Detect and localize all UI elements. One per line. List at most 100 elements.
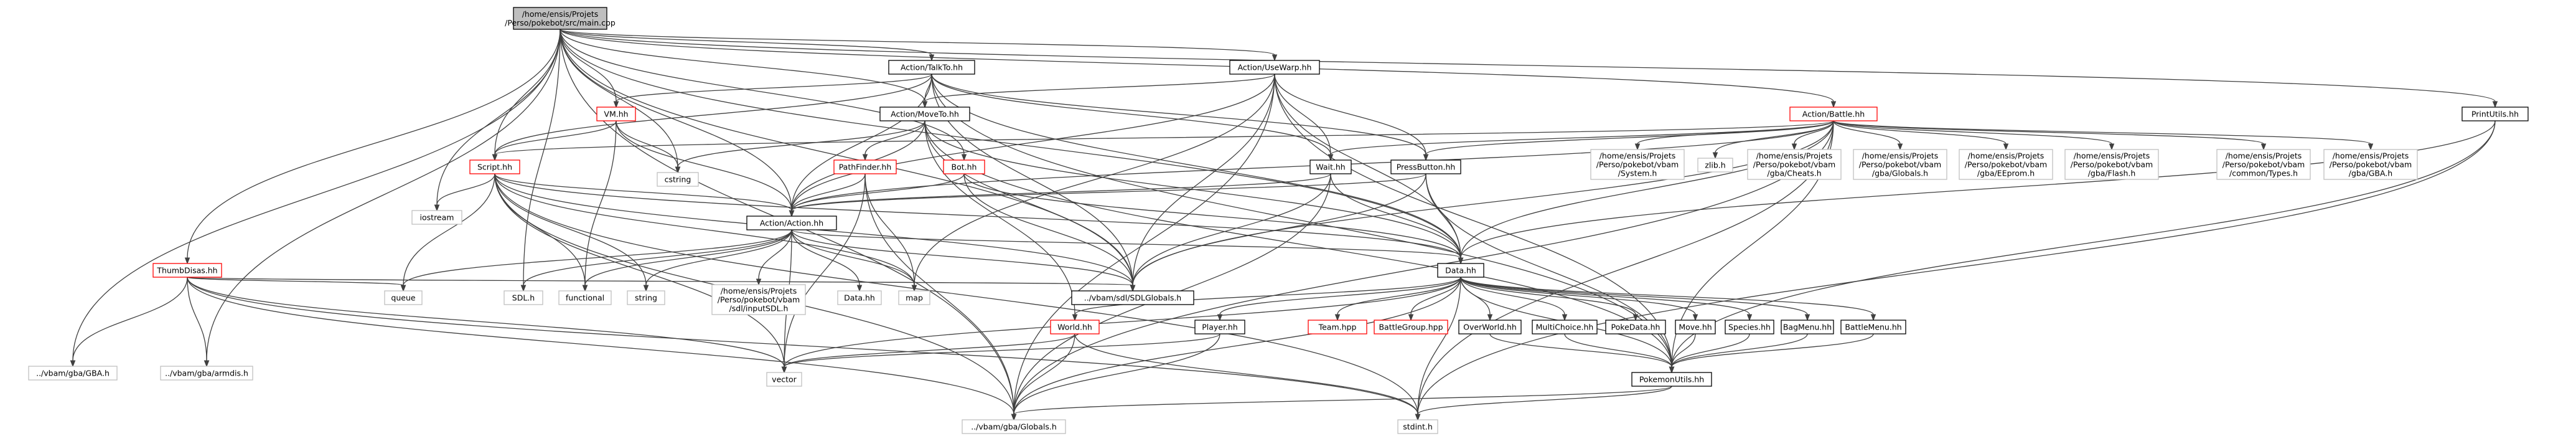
node-box-thumbdis xyxy=(152,263,222,278)
edge-thumbdis-to-vector xyxy=(187,277,785,368)
edge-thumbdis-to-gba_gba xyxy=(72,277,188,361)
edge-wait-to-sdlglobals xyxy=(1132,173,1331,286)
node-box-root xyxy=(513,7,607,30)
node-box-battle xyxy=(1789,107,1878,121)
node-label-inputsdl-2: /sdl/inputSDL.h xyxy=(729,304,789,313)
node-overworld[interactable]: OverWorld.hh xyxy=(1458,320,1522,334)
edge-wait-to-actionaction xyxy=(791,173,1331,211)
node-box-move xyxy=(1675,320,1716,334)
node-thumbdis[interactable]: ThumbDisas.hh xyxy=(152,263,222,278)
node-iostream: iostream xyxy=(411,210,462,225)
arrowhead-pressbutton-to-actionaction xyxy=(789,210,795,217)
node-label-pathfinder-0: PathFinder.hh xyxy=(839,163,892,172)
node-label-battlegroup-0: BattleGroup.hpp xyxy=(1379,323,1443,332)
arrowhead-script-to-iostream xyxy=(434,204,440,212)
node-box-datahh xyxy=(1437,263,1484,278)
node-label-eeprom-0: /home/ensis/Projets xyxy=(1968,151,2044,161)
edge-datahh-to-battlemenu xyxy=(1460,277,1874,315)
node-wait[interactable]: Wait.hh xyxy=(1309,159,1352,174)
node-label-eeprom-2: /gba/EEprom.h xyxy=(1977,169,2035,178)
node-pathfinder[interactable]: PathFinder.hh xyxy=(833,159,897,174)
node-datahh[interactable]: Data.hh xyxy=(1437,263,1484,278)
node-label-inputsdl-0: /home/ensis/Projets xyxy=(721,287,797,296)
edge-species-to-pokemonutils xyxy=(1671,333,1750,368)
node-label-flash-0: /home/ensis/Projets xyxy=(2074,151,2150,161)
arrowhead-datahh-to-bagmenu xyxy=(1804,314,1810,321)
node-species[interactable]: Species.hh xyxy=(1725,320,1774,334)
arrowhead-datahh-to-move xyxy=(1692,314,1698,321)
node-player[interactable]: Player.hh xyxy=(1194,320,1245,334)
node-battlemenu[interactable]: BattleMenu.hh xyxy=(1840,320,1906,334)
edge-root-to-bot xyxy=(560,29,965,155)
node-box-vector xyxy=(766,372,802,387)
node-cheats: /home/ensis/Projets/Perso/pokebot/vbam/g… xyxy=(1747,149,1842,180)
edge-printutils-to-pokemonutils xyxy=(1671,120,2496,368)
edge-pressbutton-to-actionaction xyxy=(791,173,1426,211)
edge-datahh-to-team xyxy=(1337,277,1461,315)
edge-movetoaction-to-sdlglobals xyxy=(924,120,1133,286)
node-box-pokedata xyxy=(1605,320,1666,334)
node-label-vector-0: vector xyxy=(772,375,797,384)
node-pressbutton[interactable]: PressButton.hh xyxy=(1390,159,1461,174)
arrowhead-actionaction-to-datahh xyxy=(1458,257,1464,265)
node-movetoaction[interactable]: Action/MoveTo.hh xyxy=(879,107,970,121)
arrowhead-thumbdis-to-armdis xyxy=(204,360,210,368)
edge-battle-to-gbah2 xyxy=(1833,120,2371,145)
node-team[interactable]: Team.hpp xyxy=(1308,320,1367,334)
node-talkto[interactable]: Action/TalkTo.hh xyxy=(888,60,975,75)
node-pokemonutils[interactable]: PokemonUtils.hh xyxy=(1631,372,1712,387)
edge-wait-to-datahh xyxy=(1330,173,1461,258)
edge-root-to-armdis xyxy=(206,29,561,361)
node-bot[interactable]: Bot.hh xyxy=(943,159,985,174)
edge-battle-to-script xyxy=(494,120,1834,155)
arrowhead-actionaction-to-string xyxy=(643,285,649,292)
node-label-root-1: /Perso/pokebot/src/main.cpp xyxy=(505,18,616,27)
node-move[interactable]: Move.hh xyxy=(1675,320,1716,334)
node-multichoice[interactable]: MultiChoice.hh xyxy=(1532,320,1598,334)
node-zlib: zlib.h xyxy=(1697,158,1733,173)
edge-datahh-to-world xyxy=(1074,277,1461,315)
edge-movetoaction-to-cstring xyxy=(677,120,925,168)
node-label-types-2: /common/Types.h xyxy=(2229,169,2298,178)
node-vm[interactable]: VM.hh xyxy=(596,107,636,121)
node-root[interactable]: /home/ensis/Projets/Perso/pokebot/src/ma… xyxy=(505,7,616,30)
node-box-battlemenu xyxy=(1840,320,1906,334)
node-label-eeprom-1: /Perso/pokebot/vbam xyxy=(1965,160,2047,169)
node-bagmenu[interactable]: BagMenu.hh xyxy=(1781,320,1834,334)
node-battlegroup[interactable]: BattleGroup.hpp xyxy=(1374,320,1448,334)
node-box-pressbutton xyxy=(1390,159,1461,174)
node-label-multichoice-0: MultiChoice.hh xyxy=(1536,323,1594,332)
edge-datahh-to-player xyxy=(1219,277,1461,315)
edge-actionaction-to-map xyxy=(791,229,915,286)
node-label-types-1: /Perso/pokebot/vbam xyxy=(2222,160,2305,169)
edge-datahh-to-battlegroup xyxy=(1410,277,1461,315)
node-gbah2: /home/ensis/Projets/Perso/pokebot/vbam/g… xyxy=(2323,149,2418,180)
node-box-gba_gba xyxy=(28,366,118,381)
edge-datahh-to-vector xyxy=(784,277,1461,368)
edge-bot-to-sdlglobals xyxy=(963,173,1133,286)
node-script[interactable]: Script.hh xyxy=(469,159,520,174)
node-label-gbah2-1: /Perso/pokebot/vbam xyxy=(2330,160,2412,169)
edge-thumbdis-to-armdis xyxy=(187,277,207,361)
node-actionaction[interactable]: Action/Action.hh xyxy=(746,216,837,230)
node-box-player xyxy=(1194,320,1245,334)
node-world[interactable]: World.hh xyxy=(1050,320,1100,334)
node-pokedata[interactable]: PokeData.hh xyxy=(1605,320,1666,334)
node-vector: vector xyxy=(766,372,802,387)
arrowhead-root-to-bot xyxy=(961,154,967,161)
node-label-bot-0: Bot.hh xyxy=(952,163,977,172)
node-battle[interactable]: Action/Battle.hh xyxy=(1789,107,1878,121)
node-usewarp[interactable]: Action/UseWarp.hh xyxy=(1229,60,1320,75)
node-box-flash xyxy=(2064,149,2159,180)
node-sdlglobals[interactable]: ../vbam/sdl/SDLGlobals.h xyxy=(1071,290,1194,305)
arrowhead-battle-to-gbah2 xyxy=(2368,143,2374,151)
node-label-functional-0: functional xyxy=(566,293,604,303)
node-box-iostream xyxy=(411,210,462,225)
node-box-bagmenu xyxy=(1781,320,1834,334)
edge-datahh-to-vbamglobals xyxy=(1013,277,1461,415)
dependency-edges xyxy=(70,29,2498,421)
edge-usewarp-to-pokemonutils xyxy=(1274,74,1672,368)
node-printutils[interactable]: PrintUtils.hh xyxy=(2461,107,2529,121)
edge-battle-to-gbaglobals2 xyxy=(1833,120,1901,145)
